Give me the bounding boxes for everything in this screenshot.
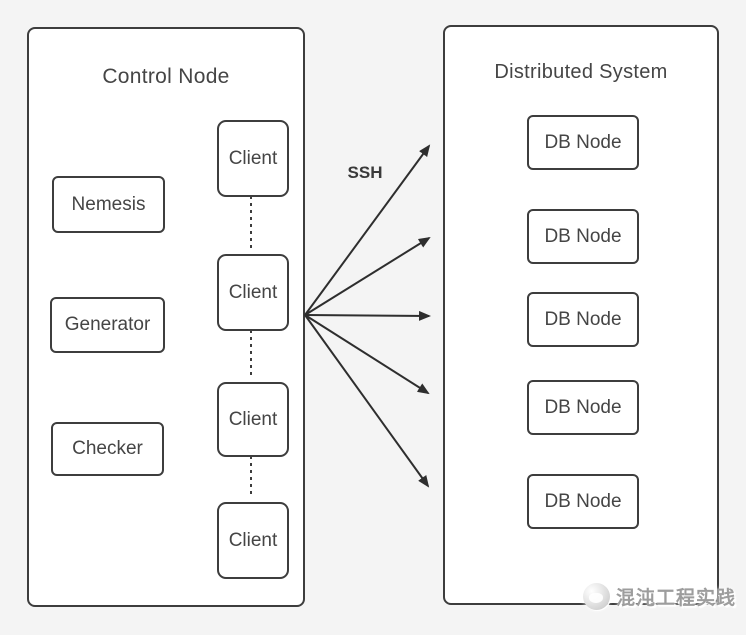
generator-node: Generator <box>50 297 165 353</box>
watermark: 混沌工程实践 <box>583 583 736 610</box>
client-node: Client <box>217 254 289 331</box>
ssh-arrow <box>304 236 431 316</box>
ssh-label: SSH <box>347 163 383 182</box>
client-label: Client <box>228 281 278 303</box>
ssh-arrow <box>304 310 431 321</box>
db-node-label: DB Node <box>544 490 622 512</box>
ssh-arrow <box>304 314 430 395</box>
watermark-text: 混沌工程实践 <box>616 588 737 609</box>
db-node-label: DB Node <box>544 396 622 418</box>
client-node: Client <box>217 120 289 197</box>
client-label: Client <box>228 408 278 430</box>
distributed-system-title: Distributed System <box>494 61 668 83</box>
ssh-arrow <box>304 314 430 488</box>
checker-node: Checker <box>51 422 164 476</box>
db-node: DB Node <box>527 115 639 170</box>
control-node-title: Control Node <box>102 65 230 88</box>
db-node: DB Node <box>527 380 639 435</box>
db-node-label: DB Node <box>544 225 622 247</box>
client-label: Client <box>228 147 278 169</box>
nemesis-label: Nemesis <box>71 193 146 215</box>
nemesis-node: Nemesis <box>52 176 165 233</box>
client-node: Client <box>217 502 289 579</box>
client-node: Client <box>217 382 289 457</box>
chaos-logo-icon <box>583 583 610 610</box>
generator-label: Generator <box>64 314 151 335</box>
control-node-group: Control Node Nemesis Generator Checker C… <box>27 27 305 607</box>
db-node-label: DB Node <box>544 308 622 330</box>
db-node: DB Node <box>527 209 639 264</box>
db-node: DB Node <box>527 474 639 529</box>
client-label: Client <box>228 529 278 551</box>
checker-label: Checker <box>72 438 143 459</box>
db-node-label: DB Node <box>544 131 622 153</box>
distributed-system-group: Distributed System DB Node DB Node DB No… <box>443 25 719 605</box>
db-node: DB Node <box>527 292 639 347</box>
